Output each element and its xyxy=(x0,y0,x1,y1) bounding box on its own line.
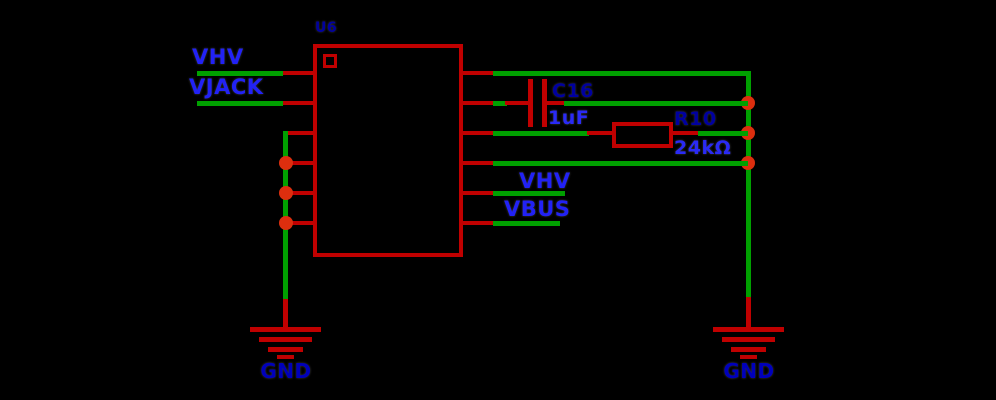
junction-dot xyxy=(279,216,293,230)
wire-top-right[interactable] xyxy=(493,71,751,76)
ic-pin-right-3[interactable] xyxy=(463,131,493,135)
ic-pin-left-3[interactable] xyxy=(283,131,313,135)
gnd-symbol-left-stem[interactable] xyxy=(283,299,288,328)
ic-pin-right-1[interactable] xyxy=(463,71,493,75)
capacitor-symbol[interactable] xyxy=(528,79,533,127)
gnd-symbol-left-bar2 xyxy=(259,337,312,342)
wire-vbus-out[interactable] xyxy=(493,221,560,226)
ic-pin-left-1[interactable] xyxy=(283,71,313,75)
resistor-value[interactable]: 24kΩ xyxy=(674,137,732,159)
ic-pin-right-5[interactable] xyxy=(463,191,493,195)
junction-dot xyxy=(741,126,755,140)
ic-pin-right-4[interactable] xyxy=(463,161,493,165)
gnd-symbol-left-bar3 xyxy=(268,347,303,352)
wire-vjack-in[interactable] xyxy=(197,101,283,106)
gnd-symbol-right-stem[interactable] xyxy=(746,297,751,328)
capacitor-lead-right xyxy=(547,101,566,105)
capacitor-lead-left xyxy=(505,101,528,105)
wire-vhv-in[interactable] xyxy=(197,71,283,76)
gnd-symbol-right-bar4 xyxy=(740,355,757,359)
capacitor-designator[interactable]: C16 xyxy=(552,80,594,102)
ic-pin-left-2[interactable] xyxy=(283,101,313,105)
gnd-symbol-right-bar3 xyxy=(731,347,766,352)
capacitor-value[interactable]: 1uF xyxy=(548,107,590,129)
resistor-symbol[interactable] xyxy=(612,122,673,148)
ic-symbol-body[interactable] xyxy=(313,44,463,257)
resistor-lead-right xyxy=(673,131,700,135)
junction-dot xyxy=(741,96,755,110)
resistor-designator[interactable]: R10 xyxy=(674,108,717,130)
ic-pin-left-5[interactable] xyxy=(283,191,313,195)
ic-pin-left-4[interactable] xyxy=(283,161,313,165)
gnd-rail-right[interactable] xyxy=(746,71,751,299)
net-label-gnd-right[interactable]: GND xyxy=(723,359,775,383)
gnd-symbol-right-bar1 xyxy=(713,327,784,332)
net-label-vjack-in[interactable]: VJACK xyxy=(189,75,264,99)
gnd-symbol-left-bar1 xyxy=(250,327,321,332)
wire-mid-right[interactable] xyxy=(493,161,748,166)
wire-cap-right[interactable] xyxy=(564,101,748,106)
ic-pin-right-6[interactable] xyxy=(463,221,493,225)
net-label-gnd-left[interactable]: GND xyxy=(260,359,312,383)
capacitor-symbol[interactable] xyxy=(542,79,547,127)
net-label-vhv-out[interactable]: VHV xyxy=(519,169,571,193)
net-label-vbus-out[interactable]: VBUS xyxy=(504,197,571,221)
ic-pin1-indicator-icon xyxy=(323,54,337,68)
wire-vhv-out[interactable] xyxy=(493,191,565,196)
wire-cap-left[interactable] xyxy=(493,101,507,106)
resistor-lead-left xyxy=(587,131,612,135)
junction-dot xyxy=(279,186,293,200)
wire-res-left[interactable] xyxy=(493,131,589,136)
ic-pin-right-2[interactable] xyxy=(463,101,493,105)
wire-res-right[interactable] xyxy=(698,131,748,136)
net-label-vhv-in[interactable]: VHV xyxy=(192,45,244,69)
gnd-symbol-right-bar2 xyxy=(722,337,775,342)
junction-dot xyxy=(741,156,755,170)
junction-dot xyxy=(279,156,293,170)
gnd-symbol-left-bar4 xyxy=(277,355,294,359)
ic-designator[interactable]: U6 xyxy=(315,20,338,36)
ic-pin-left-6[interactable] xyxy=(283,221,313,225)
